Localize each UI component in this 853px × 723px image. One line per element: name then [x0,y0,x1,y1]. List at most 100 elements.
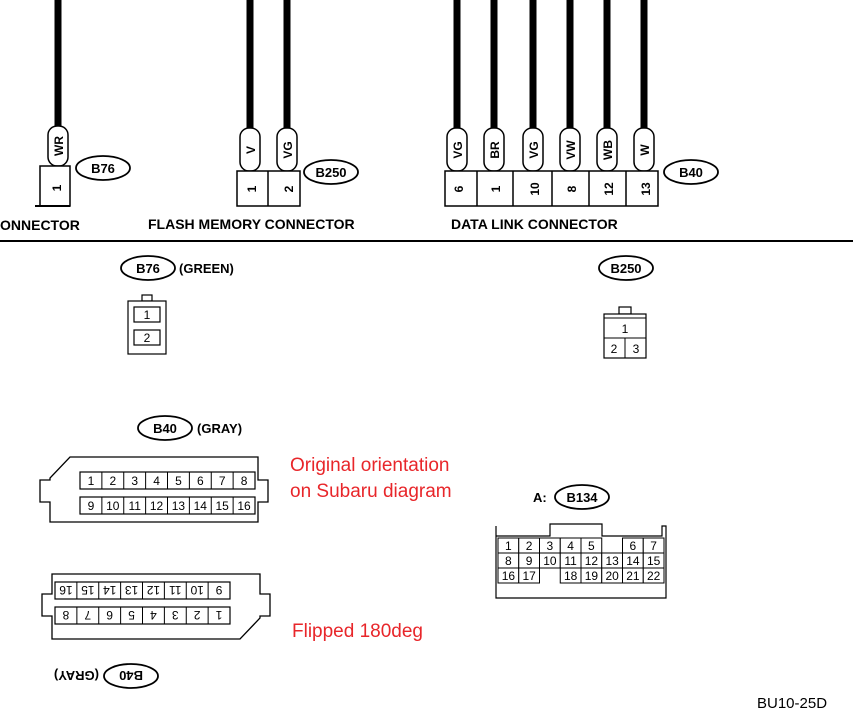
wire-label-wr: WR [52,136,66,156]
b134-pin-4: 4 [567,539,574,553]
b134-pin-16: 16 [502,569,516,583]
badge-b40-text: B40 [153,421,177,436]
dlc-wires [453,0,648,128]
b40-pin-15: 15 [216,499,230,513]
b40-pin-11: 11 [128,499,141,513]
badge-b40-flipped-text: B40 [119,668,143,683]
b40-flipped-pin-10: 10 [190,583,204,597]
b134-pin-20: 20 [605,569,619,583]
pin-b250-1: 1 [245,185,259,192]
badge-b134 [554,484,610,510]
badge-b40-top [663,159,719,185]
b40-flipped-pin-11: 11 [169,583,182,597]
pin-dlc-10: 10 [528,182,542,196]
b250-pin-2: 2 [611,342,618,356]
b40-pin-10: 10 [106,499,120,513]
wire-label-dlc-6: VG [451,141,465,158]
b40-pin-14: 14 [194,499,208,513]
badge-b76-top-text: B76 [91,161,115,176]
label-flash-memory: FLASH MEMORY CONNECTOR [148,216,355,232]
pin-b250-2: 2 [282,185,296,192]
wire-label-dlc-8: VW [564,140,578,160]
b134-pin-9: 9 [526,554,533,568]
b40-pin-3: 3 [131,474,138,488]
badge-b40 [137,415,193,441]
b40-flipped-badge: B40 (GRAY) [54,663,159,689]
badge-b250-text: B250 [610,261,641,276]
b40-pin-13: 13 [172,499,186,513]
pin-dlc-12: 12 [602,182,616,196]
b40-flipped-pin-16: 16 [59,583,73,597]
b40-bottom-row: 9 10 11 12 13 14 15 16 [88,497,251,514]
dlc-wire-tags [446,127,655,172]
b40-flipped-color: (GRAY) [54,668,99,683]
b134-prefix: A: [533,490,547,505]
b134-pin-15: 15 [647,554,661,568]
b40-pin-5: 5 [175,474,182,488]
b134-pin-11: 11 [564,554,577,568]
top-section: WR 1 B76 V VG 1 2 B250 [0,0,853,242]
badge-b250-top-text: B250 [315,165,346,180]
b40-flipped-pin-14: 14 [103,583,117,597]
label-data-link: DATA LINK CONNECTOR [451,216,618,232]
annotation-original-2: on Subaru diagram [290,481,452,502]
b134-pin-8: 8 [505,554,512,568]
badge-b76-top [75,155,131,181]
pin-dlc-8: 8 [565,185,579,192]
annotation-flipped: Flipped 180deg [292,621,423,642]
badge-b40-top-text: B40 [679,165,703,180]
pin-dlc-1: 1 [489,185,503,192]
b134-pin-5: 5 [588,539,595,553]
badge-b76-text: B76 [136,261,160,276]
b250-pin-1: 1 [622,322,629,336]
badge-b250-top [303,159,359,185]
b40-pin-9: 9 [88,499,95,513]
b40-flipped-pin-6: 6 [106,608,113,622]
b40-flipped-pin-4: 4 [150,608,157,622]
b40-pin-12: 12 [150,499,164,513]
wire-label-vg-b250: VG [281,141,295,158]
b134-pin-17: 17 [522,569,536,583]
b40-flipped-pin-5: 5 [128,608,135,622]
b134-pin-13: 13 [605,554,619,568]
b134-pin-2: 2 [526,539,533,553]
b40-flipped-pin-8: 8 [62,608,69,622]
b40-flipped-pin-7: 7 [84,608,91,622]
b40-flipped-pin-1: 1 [215,608,222,622]
b134-pin-3: 3 [547,539,554,553]
b134-pin-7: 7 [650,539,657,553]
wire-label-dlc-12: WB [601,140,615,160]
b134-pin-19: 19 [585,569,599,583]
b76-pin-1: 1 [144,308,151,322]
pin-dlc-6: 6 [452,185,466,192]
badge-b76 [120,255,176,281]
pin-b76-1: 1 [50,184,64,191]
b134-pin-18: 18 [564,569,578,583]
b40-color: (GRAY) [197,421,242,436]
b40-pin-16: 16 [237,499,251,513]
pin-dlc-13: 13 [639,182,653,196]
wire-label-v: V [244,146,258,154]
b76-color: (GREEN) [179,261,234,276]
b76-face: B76 (GREEN) 1 2 [120,255,234,355]
b40-flipped-pin-13: 13 [125,583,139,597]
b40-pin-8: 8 [241,474,248,488]
doc-code: BU10-25D [757,695,827,712]
b134-pin-1: 1 [505,539,512,553]
pin-block-b76 [39,165,71,207]
b134-pin-22: 22 [647,569,661,583]
b134-pin-14: 14 [626,554,640,568]
b250-pin-3: 3 [633,342,640,356]
b76-pin-2: 2 [144,331,151,345]
label-connector-left: ONNECTOR [0,217,80,233]
badge-b250 [598,255,654,281]
b40-pin-1: 1 [88,474,95,488]
b250-face: B250 1 2 3 [598,255,654,359]
annotation-original-1: Original orientation [290,455,449,476]
b134-pin-12: 12 [585,554,599,568]
